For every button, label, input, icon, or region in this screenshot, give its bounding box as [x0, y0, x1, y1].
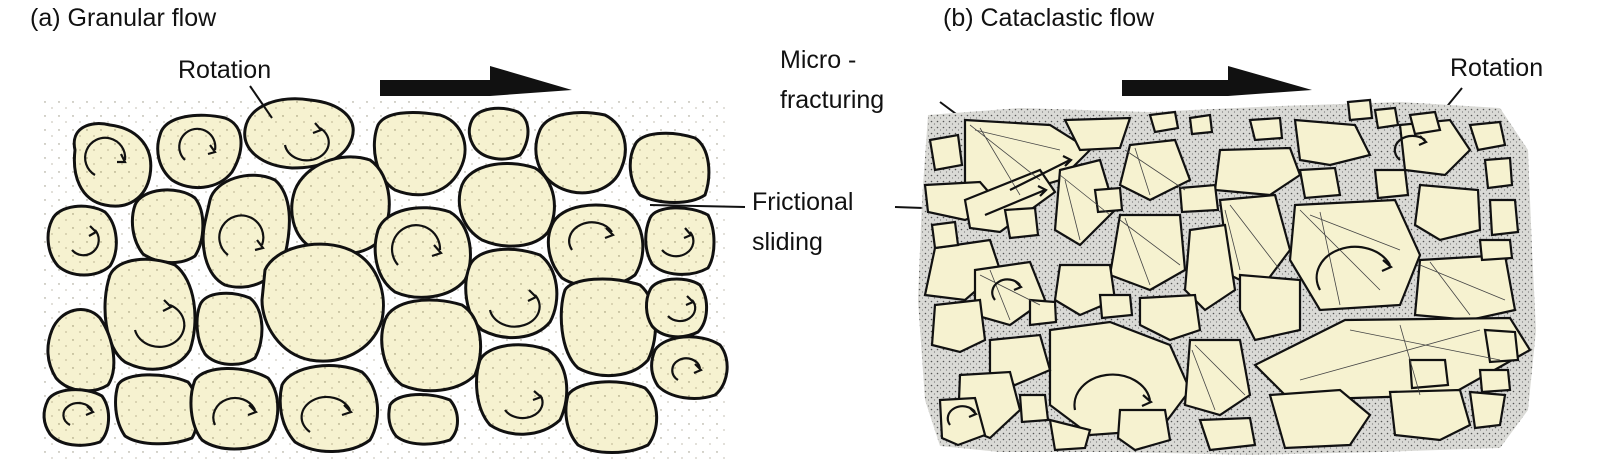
leader-frictional-a [649, 204, 746, 208]
grain-texture [40, 95, 730, 460]
microfractures [969, 124, 1506, 411]
leader-rotation-a [249, 85, 273, 119]
label-rotation-a: Rotation [178, 56, 272, 84]
rotation-arcs-b [946, 134, 1428, 426]
label-frictional-2: sliding [752, 228, 823, 256]
shear-arrow-a [380, 66, 572, 96]
sliding-arrows-b [984, 155, 1073, 217]
cataclastic-fragments [923, 98, 1532, 452]
label-micro-fracturing-1: Micro - [780, 46, 857, 74]
rotation-arcs-a [62, 122, 703, 433]
shear-arrow-b [1122, 66, 1312, 96]
label-frictional-1: Frictional [752, 188, 854, 216]
label-micro-fracturing-2: fracturing [780, 86, 885, 114]
label-rotation-b: Rotation [1450, 54, 1544, 82]
panel-b-title: (b) Cataclastic flow [943, 4, 1155, 32]
panel-a-title: (a) Granular flow [30, 4, 217, 32]
